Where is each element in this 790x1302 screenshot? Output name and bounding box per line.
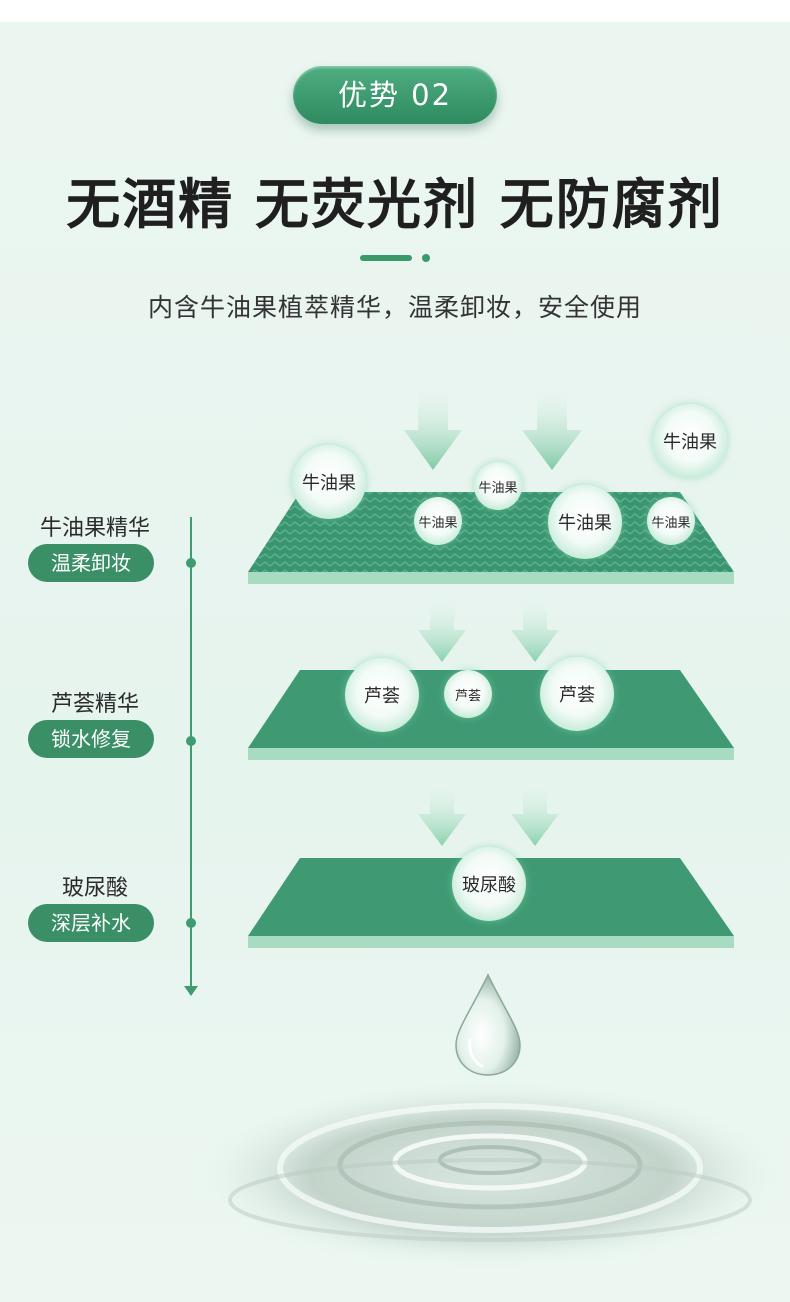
ingredient-bubble: 芦荟 (444, 670, 492, 718)
ingredient-bubble: 牛油果 (414, 497, 462, 545)
down-arrow-icon (418, 786, 466, 846)
layer-tag: 锁水修复 (28, 720, 154, 758)
ingredient-bubble: 牛油果 (653, 404, 727, 478)
ingredient-bubble: 牛油果 (292, 445, 366, 519)
down-arrow-icon (511, 786, 559, 846)
ingredient-bubble: 芦荟 (540, 657, 614, 731)
ingredient-bubble: 玻尿酸 (452, 847, 526, 921)
water-ripple-icon (190, 1080, 790, 1270)
down-arrow-icon (511, 602, 559, 662)
headline: 无酒精 无荧光剂 无防腐剂 (66, 173, 724, 236)
timeline-arrow-icon (184, 986, 198, 996)
layer-tag: 深层补水 (28, 904, 154, 942)
layer-title: 牛油果精华 (39, 516, 150, 541)
ingredient-bubble: 芦荟 (345, 658, 419, 732)
timeline-dot (186, 736, 196, 746)
water-drop-icon (455, 973, 521, 1076)
top-white-band (0, 0, 790, 22)
ingredient-bubble: 牛油果 (474, 462, 522, 510)
down-arrow-icon (404, 392, 462, 470)
timeline-line (190, 517, 192, 987)
advantage-badge: 优势 02 (293, 66, 497, 124)
down-arrow-icon (418, 602, 466, 662)
timeline-dot (186, 558, 196, 568)
timeline-dot (186, 918, 196, 928)
ingredient-bubble: 牛油果 (647, 497, 695, 545)
layer-title: 玻尿酸 (61, 876, 128, 901)
layer-tag: 温柔卸妆 (28, 544, 154, 582)
subtitle: 内含牛油果植萃精华，温柔卸妆，安全使用 (147, 293, 642, 322)
layer-2-plate (248, 670, 734, 760)
layer-title: 芦荟精华 (50, 692, 139, 717)
divider-dot (422, 254, 430, 262)
divider-dash (360, 255, 412, 261)
ingredient-bubble: 牛油果 (548, 485, 622, 559)
down-arrow-icon (522, 392, 582, 470)
